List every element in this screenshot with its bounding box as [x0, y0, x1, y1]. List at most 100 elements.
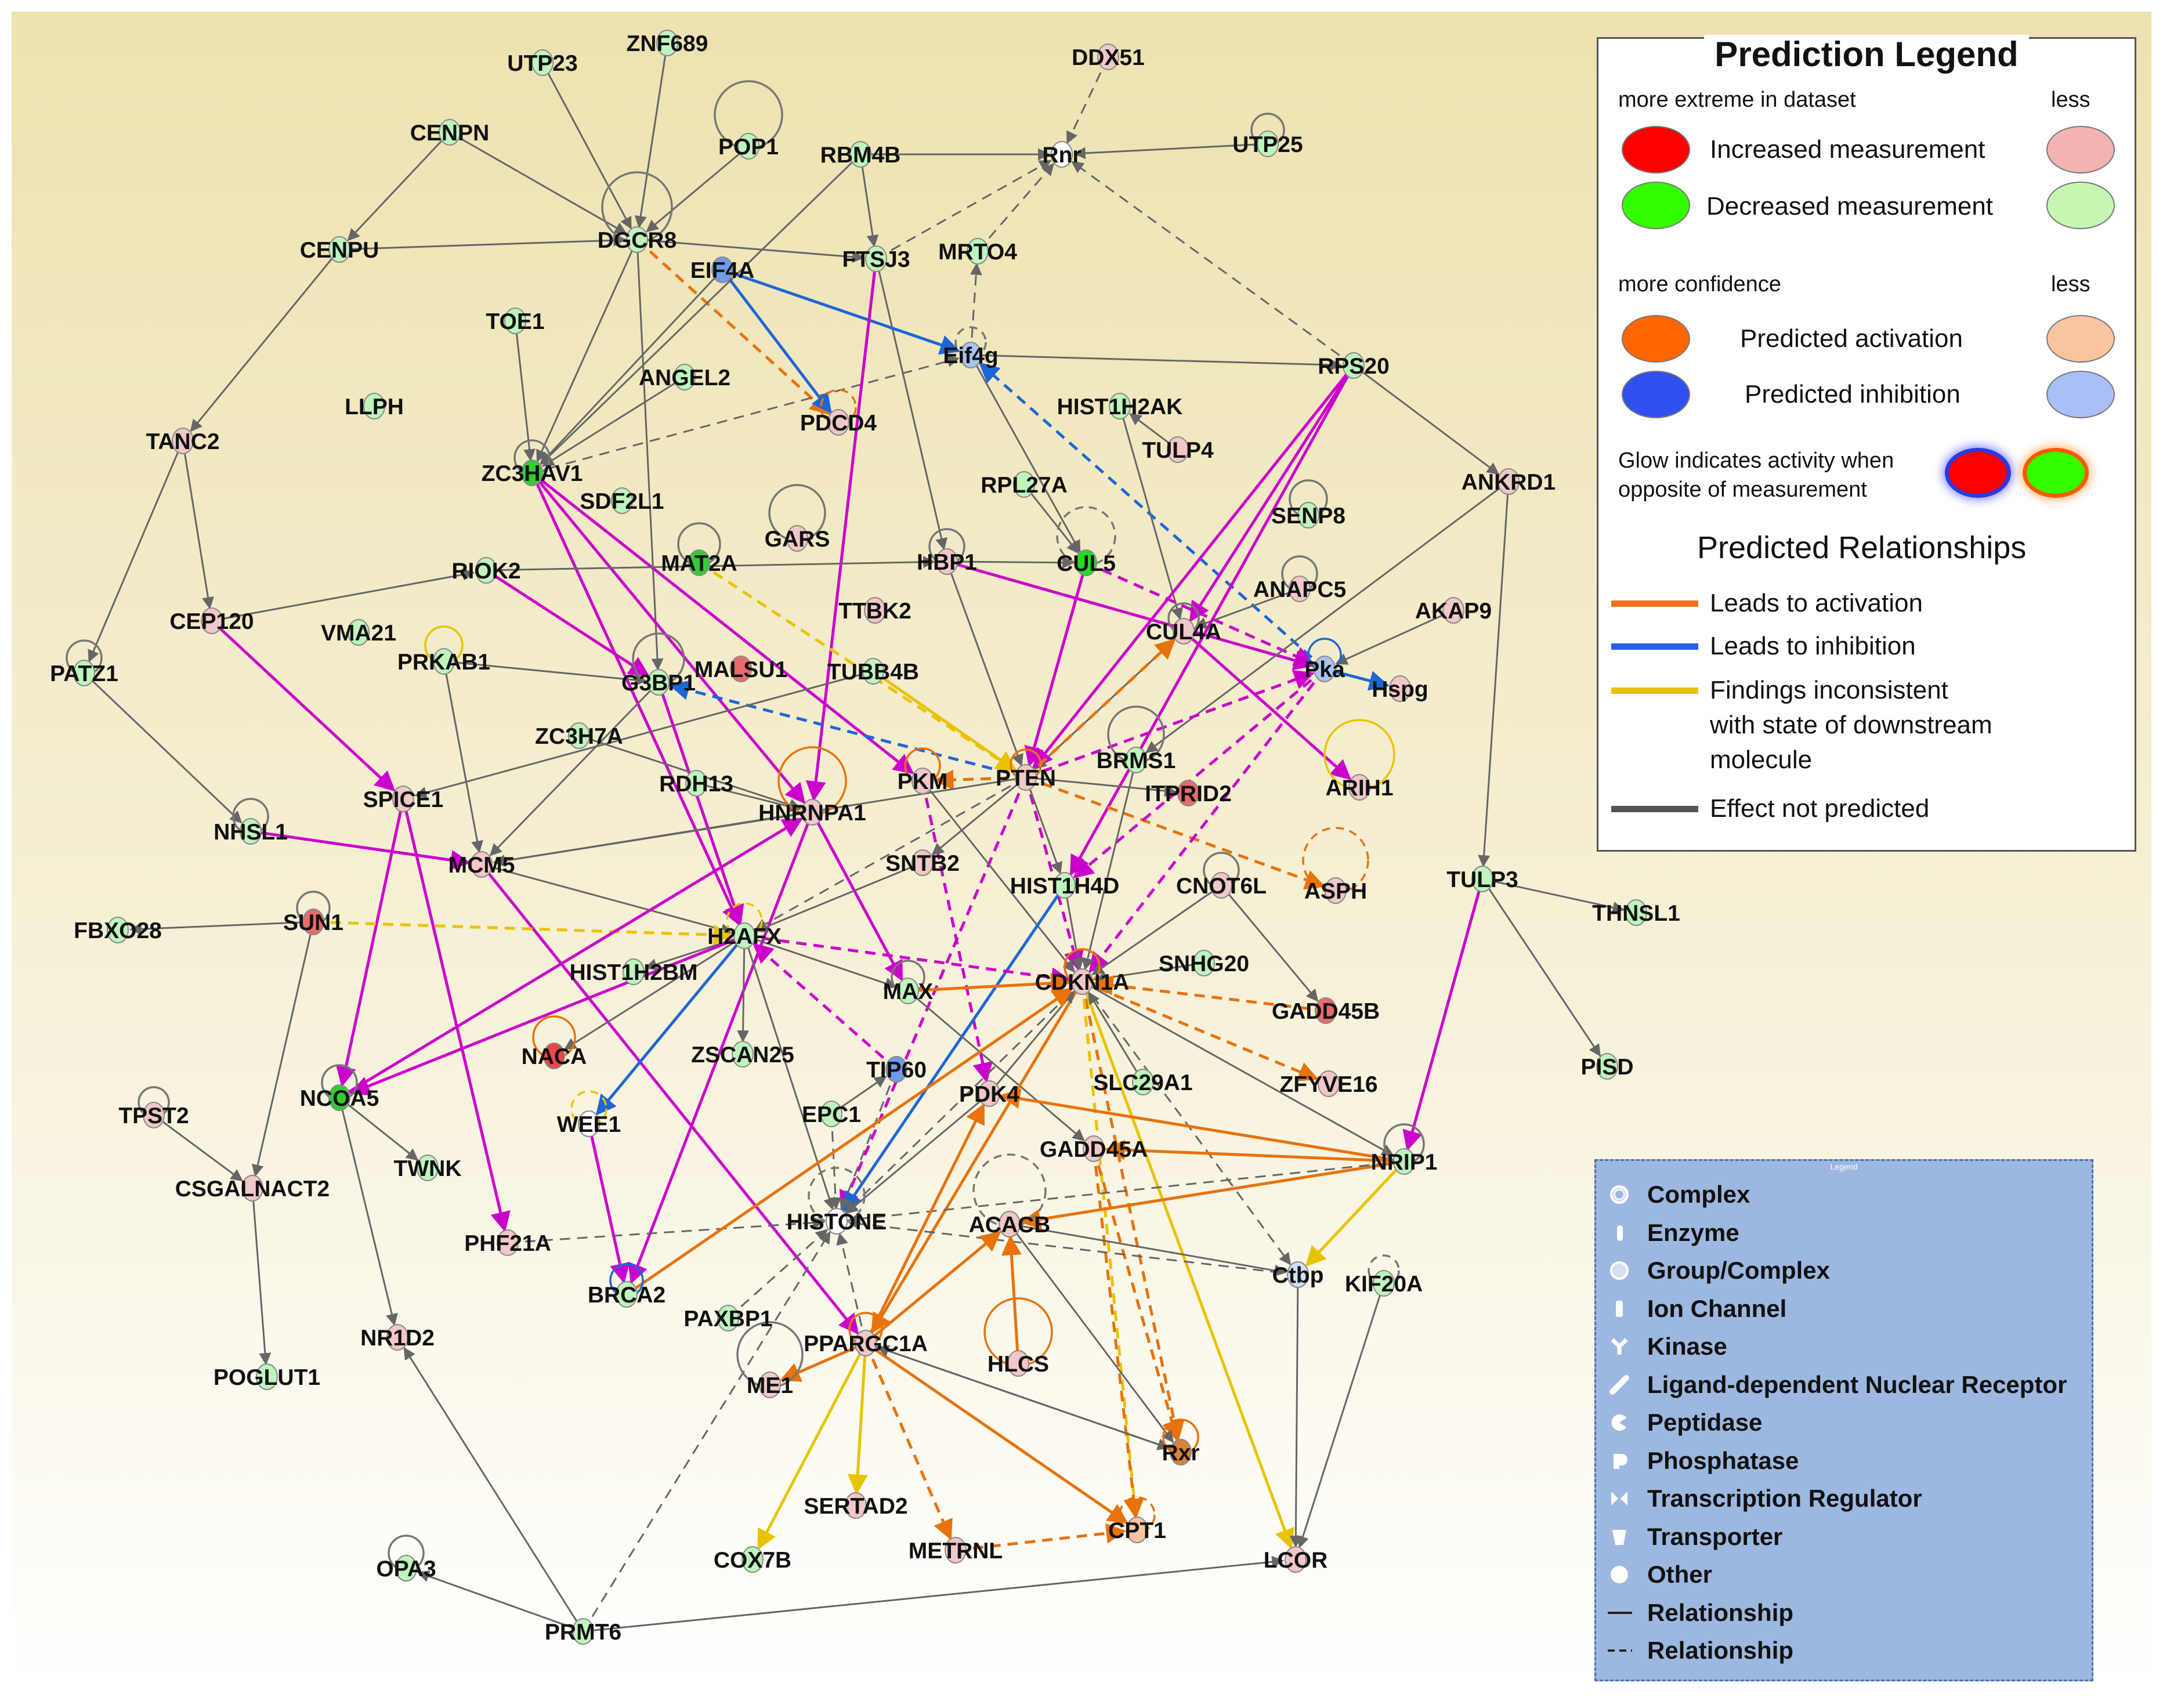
node-glyph-CSGALNACT2[interactable] [241, 1175, 263, 1202]
node-SPICE1[interactable]: SPICE1 [363, 786, 444, 812]
node-ZC3H7A[interactable]: ZC3H7A [535, 722, 623, 749]
node-glyph-ZFYVE16[interactable] [1318, 1070, 1340, 1097]
node-H2AFX[interactable]: H2AFX [707, 922, 782, 949]
node-glyph-SUN1[interactable] [302, 909, 324, 935]
node-HBP1[interactable]: HBP1 [917, 548, 977, 575]
node-COX7B[interactable]: COX7B [714, 1546, 791, 1573]
node-METRNL[interactable]: METRNL [909, 1537, 1003, 1564]
node-glyph-GADD45A[interactable] [1083, 1135, 1105, 1162]
node-glyph-AKAP9[interactable] [1442, 597, 1464, 624]
node-FTSJ3[interactable]: FTSJ3 [842, 245, 910, 272]
node-glyph-TOE1[interactable] [504, 307, 526, 334]
node-RPS20[interactable]: RPS20 [1318, 352, 1390, 379]
node-glyph-FTSJ3[interactable] [865, 245, 887, 272]
node-glyph-TANC2[interactable] [172, 428, 194, 454]
node-PDCD4[interactable]: PDCD4 [800, 409, 877, 436]
node-PAXBP1[interactable]: PAXBP1 [683, 1305, 773, 1331]
node-glyph-SNTB2[interactable] [912, 849, 934, 876]
node-glyph-PKM[interactable] [912, 768, 934, 794]
node-DGCR8[interactable]: DGCR8 [598, 226, 677, 253]
node-SNHG20[interactable]: SNHG20 [1159, 950, 1249, 976]
node-Pka[interactable]: Pka [1304, 656, 1345, 682]
node-ZC3HAV1[interactable]: ZC3HAV1 [482, 459, 583, 486]
node-RPL27A[interactable]: RPL27A [981, 471, 1068, 498]
node-KIF20A[interactable]: KIF20A [1345, 1270, 1423, 1297]
node-glyph-LCOR[interactable] [1285, 1546, 1307, 1573]
node-glyph-TULP4[interactable] [1167, 436, 1189, 463]
node-glyph-COX7B[interactable] [742, 1546, 764, 1573]
node-SDF2L1[interactable]: SDF2L1 [580, 487, 664, 514]
node-CSGALNACT2[interactable]: CSGALNACT2 [175, 1175, 330, 1202]
node-Ctbp[interactable]: Ctbp [1272, 1261, 1324, 1288]
node-glyph-SNHG20[interactable] [1193, 950, 1215, 976]
node-glyph-DGCR8[interactable] [626, 226, 648, 253]
node-ZFYVE16[interactable]: ZFYVE16 [1279, 1070, 1378, 1097]
node-glyph-ITPRID2[interactable] [1177, 780, 1199, 806]
node-glyph-PTEN[interactable] [1015, 764, 1037, 791]
node-glyph-TPST2[interactable] [143, 1102, 165, 1128]
node-SLC29A1[interactable]: SLC29A1 [1093, 1069, 1193, 1095]
node-glyph-MAT2A[interactable] [688, 549, 710, 576]
node-glyph-Rxr[interactable] [1170, 1439, 1192, 1465]
node-HIST1H4D[interactable]: HIST1H4D [1010, 872, 1120, 899]
node-DDX51[interactable]: DDX51 [1072, 44, 1145, 70]
node-HIST1H2BM[interactable]: HIST1H2BM [569, 958, 698, 985]
node-glyph-ZNF689[interactable] [656, 30, 678, 56]
node-glyph-RIOK2[interactable] [475, 557, 497, 584]
node-glyph-NR1D2[interactable] [386, 1324, 408, 1351]
node-glyph-VMA21[interactable] [348, 619, 370, 646]
node-glyph-NRIP1[interactable] [1393, 1148, 1415, 1175]
node-glyph-PDK4[interactable] [978, 1080, 1000, 1107]
node-PDK4[interactable]: PDK4 [959, 1080, 1019, 1107]
node-glyph-METRNL[interactable] [945, 1537, 967, 1564]
node-glyph-UTP23[interactable] [531, 49, 554, 76]
node-NACA[interactable]: NACA [522, 1043, 587, 1069]
node-glyph-MRTO4[interactable] [967, 238, 989, 265]
node-glyph-ARIH1[interactable] [1348, 774, 1370, 801]
node-glyph-CENPN[interactable] [439, 119, 461, 146]
node-glyph-TUBB4B[interactable] [862, 658, 884, 685]
node-UTP23[interactable]: UTP23 [507, 49, 578, 76]
node-MALSU1[interactable]: MALSU1 [695, 656, 787, 682]
node-glyph-BRMS1[interactable] [1125, 747, 1147, 773]
node-GADD45B[interactable]: GADD45B [1272, 997, 1380, 1024]
node-ANKRD1[interactable]: ANKRD1 [1462, 468, 1556, 495]
node-NHSL1[interactable]: NHSL1 [214, 818, 288, 845]
node-TULP4[interactable]: TULP4 [1142, 436, 1214, 463]
node-TPST2[interactable]: TPST2 [118, 1102, 189, 1128]
node-OPA3[interactable]: OPA3 [376, 1555, 436, 1582]
node-glyph-SERTAD2[interactable] [845, 1492, 867, 1519]
node-NR1D2[interactable]: NR1D2 [360, 1324, 435, 1351]
node-glyph-POGLUT1[interactable] [256, 1363, 278, 1390]
node-glyph-MALSU1[interactable] [730, 656, 752, 682]
node-SNTB2[interactable]: SNTB2 [885, 849, 960, 876]
node-CENPU[interactable]: CENPU [300, 236, 379, 263]
node-EIF4A[interactable]: EIF4A [690, 256, 755, 283]
node-glyph-HIST1H2AK[interactable] [1109, 393, 1131, 419]
node-CUL4A[interactable]: CUL4A [1146, 618, 1221, 645]
node-glyph-OPA3[interactable] [395, 1555, 417, 1582]
node-TOE1[interactable]: TOE1 [486, 307, 545, 334]
node-MAT2A[interactable]: MAT2A [661, 549, 737, 576]
node-PATZ1[interactable]: PATZ1 [50, 660, 118, 686]
node-glyph-RPL27A[interactable] [1013, 471, 1035, 498]
node-ZSCAN25[interactable]: ZSCAN25 [691, 1041, 794, 1068]
node-glyph-PDCD4[interactable] [827, 409, 849, 436]
node-glyph-ANAPC5[interactable] [1289, 576, 1311, 602]
node-glyph-GADD45B[interactable] [1315, 997, 1337, 1024]
node-WEE1[interactable]: WEE1 [557, 1110, 621, 1137]
node-glyph-Hspg[interactable] [1389, 675, 1411, 702]
node-glyph-HIST1H4D[interactable] [1054, 872, 1076, 899]
node-glyph-CPT1[interactable] [1126, 1517, 1148, 1543]
node-glyph-H2AFX[interactable] [733, 922, 755, 949]
node-glyph-GARS[interactable] [786, 525, 808, 552]
node-ASPH[interactable]: ASPH [1304, 877, 1367, 904]
node-TULP3[interactable]: TULP3 [1446, 866, 1518, 892]
node-glyph-ZSCAN25[interactable] [732, 1041, 754, 1068]
node-glyph-HISTONE[interactable] [826, 1208, 848, 1235]
node-glyph-NCOA5[interactable] [328, 1084, 350, 1111]
node-THNSL1[interactable]: THNSL1 [1592, 899, 1680, 926]
node-HNRNPA1[interactable]: HNRNPA1 [758, 799, 866, 826]
node-TIP60[interactable]: TIP60 [866, 1056, 927, 1083]
node-glyph-RPS20[interactable] [1343, 352, 1365, 379]
